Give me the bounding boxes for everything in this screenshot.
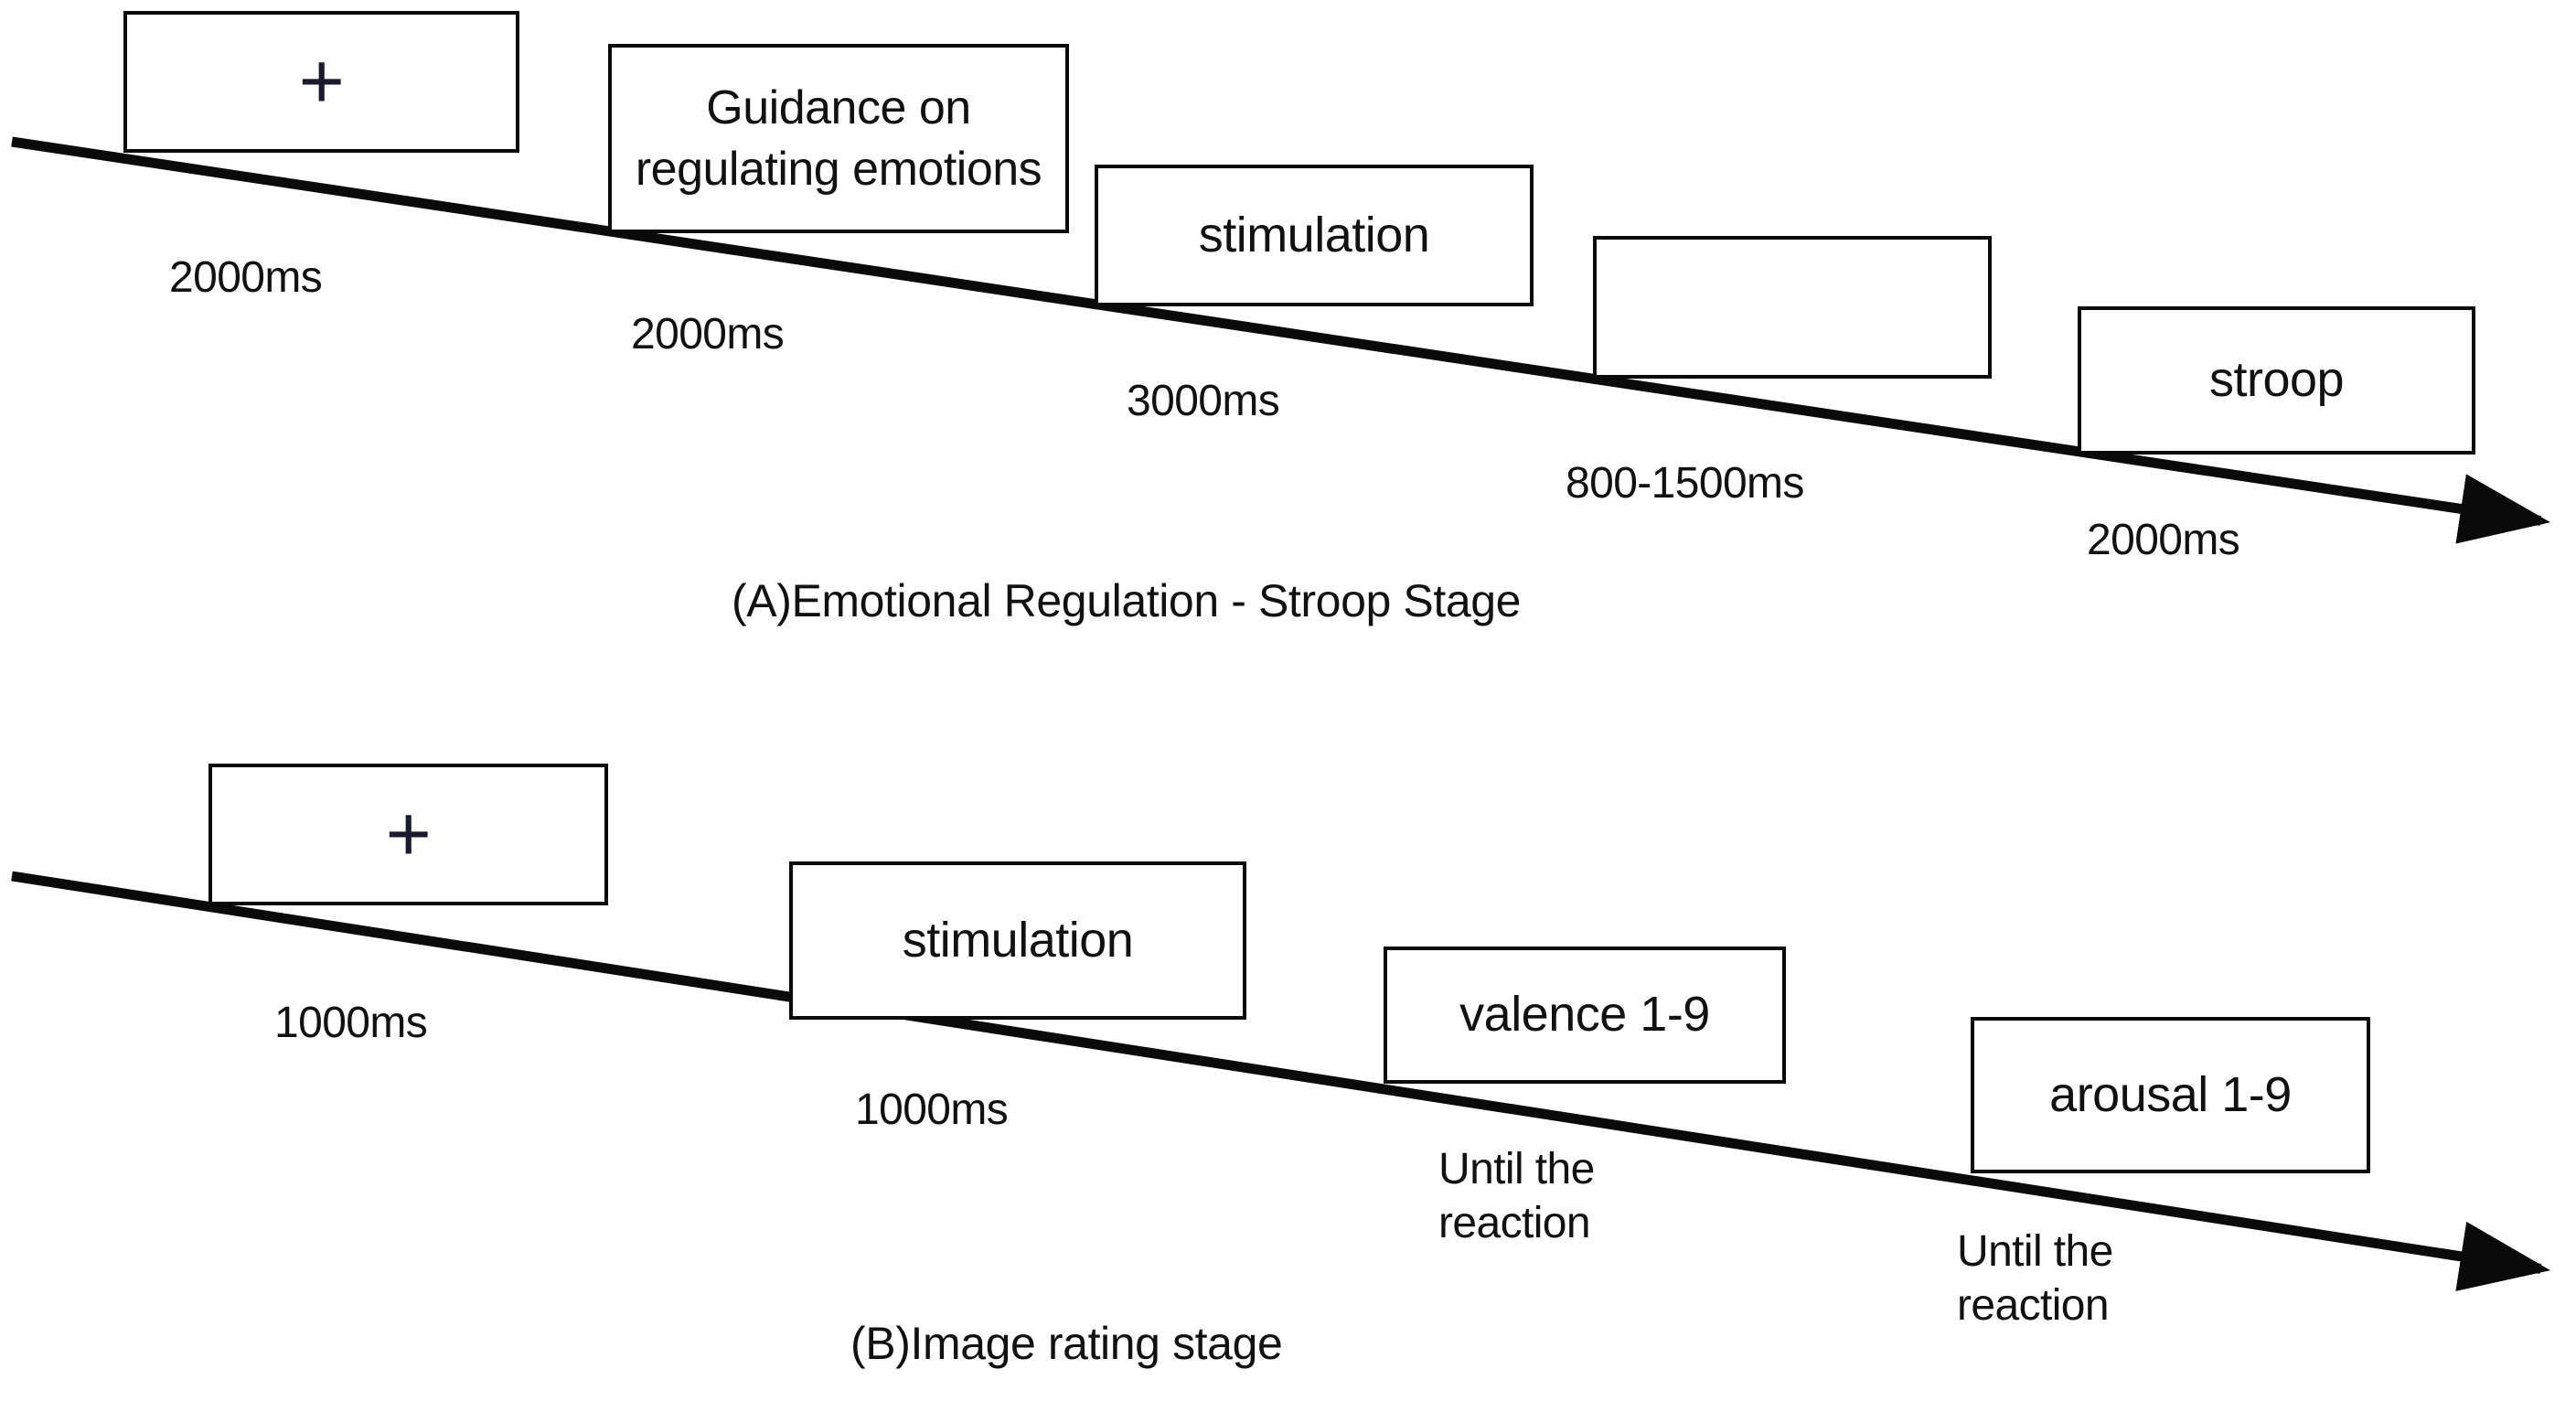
panel-a-duration-fixation: 2000ms bbox=[169, 253, 323, 302]
panel-b-step-valence-rating: valence 1-9 bbox=[1384, 947, 1786, 1084]
panel-a-duration-guidance: 2000ms bbox=[631, 310, 785, 358]
panel-a-step-stroop-task: stroop bbox=[2078, 306, 2475, 455]
panel-b-duration-fixation: 1000ms bbox=[274, 999, 428, 1047]
panel-a-duration-blank-interval: 800-1500ms bbox=[1566, 459, 1804, 508]
panel-b-step-fixation-cross: + bbox=[208, 764, 608, 905]
panel-b-duration-stimulation: 1000ms bbox=[855, 1086, 1009, 1134]
panel-b-duration-valence: Until the reaction bbox=[1438, 1145, 1595, 1247]
panel-b-step-arousal-rating: arousal 1-9 bbox=[1971, 1017, 2370, 1173]
panel-b-duration-arousal: Until the reaction bbox=[1957, 1227, 2113, 1330]
panel-b-caption: (B)Image rating stage bbox=[850, 1318, 1283, 1369]
panel-b-step-stimulation: stimulation bbox=[789, 861, 1246, 1020]
panel-a-step-blank-interval bbox=[1593, 236, 1992, 379]
panel-a-step-guidance-on-regulating-emotions: Guidance on regulating emotions bbox=[608, 44, 1069, 233]
panel-a-duration-stimulation: 3000ms bbox=[1127, 377, 1280, 425]
panel-a-step-fixation-cross: + bbox=[123, 11, 519, 153]
panel-a-duration-stroop: 2000ms bbox=[2087, 516, 2240, 564]
panel-a-step-stimulation: stimulation bbox=[1095, 165, 1534, 306]
panel-a-caption: (A)Emotional Regulation - Stroop Stage bbox=[732, 575, 1522, 626]
